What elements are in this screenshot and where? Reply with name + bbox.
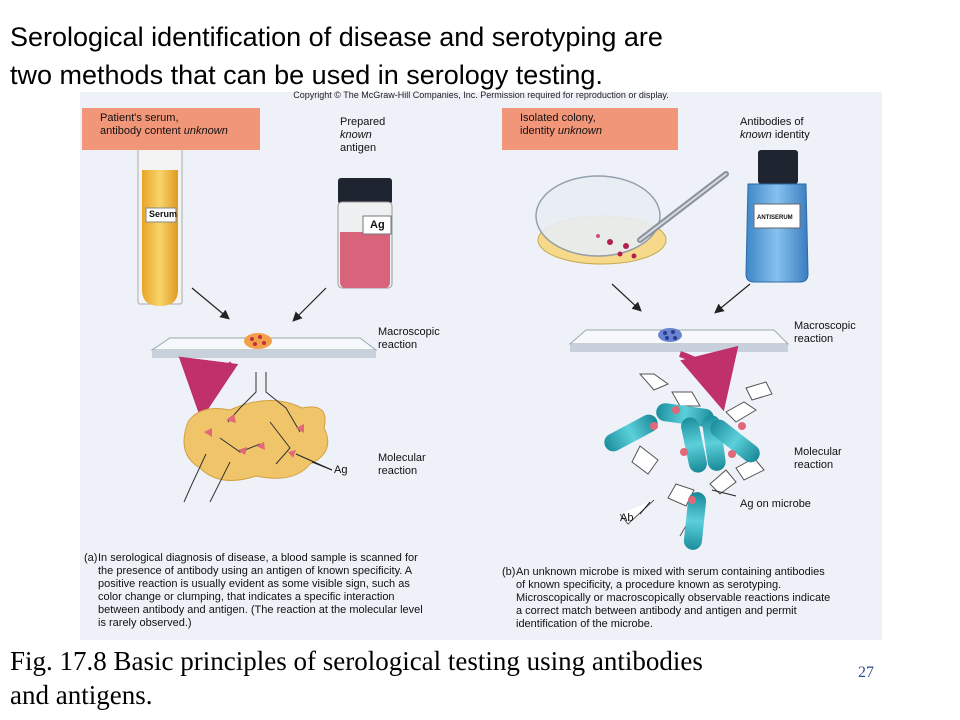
caption-b-text: An unknown microbe is mixed with serum c… xyxy=(516,566,830,631)
isolated-colony-label: Isolated colony, identity unknown xyxy=(502,108,678,150)
copyright-notice: Copyright © The McGraw-Hill Companies, I… xyxy=(293,90,669,100)
test-tube-icon xyxy=(133,139,187,306)
antibodies-line-1: Antibodies of xyxy=(740,116,804,128)
ab-label: Ab xyxy=(620,512,634,524)
antiserum-bottle-label: ANTISERUM xyxy=(757,215,793,221)
glass-slide-icon xyxy=(150,333,378,358)
figure-caption-line-1: Fig. 17.8 Basic principles of serologica… xyxy=(10,646,703,676)
figure-artwork xyxy=(133,139,809,550)
caption-b-prefix: (b) xyxy=(502,566,516,578)
left-molecular-line-2: reaction xyxy=(378,465,418,477)
isolated-colony-unknown: unknown xyxy=(557,125,602,137)
prepared-line-2: known xyxy=(340,129,385,142)
slide-title-line-1: Serological identification of disease an… xyxy=(10,22,663,52)
inoculating-loop-icon xyxy=(637,171,729,243)
prepared-line-1: Prepared xyxy=(340,116,386,128)
left-macroscopic-label: Macroscopic reaction xyxy=(378,326,440,352)
vial-ag-label: Ag xyxy=(370,219,385,231)
slide-title-line-2: two methods that can be used in serology… xyxy=(10,60,603,90)
patients-serum-line-2-text: antibody content xyxy=(100,125,184,137)
prepared-line-3: antigen xyxy=(340,142,377,154)
antigen-vial-icon xyxy=(337,178,393,289)
isolated-colony-line-1: Isolated colony, xyxy=(520,112,596,124)
slide-title: Serological identification of disease an… xyxy=(10,18,910,94)
antibodies-known-label: Antibodies of known identity xyxy=(740,116,810,142)
caption-b: (b) An unknown microbe is mixed with ser… xyxy=(502,566,882,631)
prepared-known: known xyxy=(340,129,372,141)
antibodies-line-2: known identity xyxy=(740,129,810,142)
caption-b-line: An unknown microbe is mixed with serum c… xyxy=(516,566,825,578)
antigen-clump xyxy=(183,372,333,503)
caption-a-line: color change or clumping, that indicates… xyxy=(98,591,395,603)
caption-a-line: between antibody and antigen. (The react… xyxy=(98,604,423,616)
antiserum-bottle-icon xyxy=(745,150,809,283)
glass-slide-icon-right xyxy=(568,328,790,352)
caption-a-line: the presence of antibody using an antige… xyxy=(98,565,413,577)
caption-a: (a) In serological diagnosis of disease,… xyxy=(84,552,484,630)
prepared-antigen-label: Prepared known antigen xyxy=(340,116,385,155)
antibodies-known: known xyxy=(740,129,772,141)
caption-a-line: positive reaction is usually evident as … xyxy=(98,578,410,590)
right-macroscopic-label: Macroscopic reaction xyxy=(794,320,856,346)
caption-a-line: is rarely observed.) xyxy=(98,617,192,629)
patients-serum-label: Patient's serum, antibody content unknow… xyxy=(82,108,260,150)
left-ag-label: Ag xyxy=(334,464,348,476)
figure-panel: Copyright © The McGraw-Hill Companies, I… xyxy=(80,90,882,640)
left-macroscopic-line-2: reaction xyxy=(378,339,418,351)
left-macroscopic-line-1: Macroscopic xyxy=(378,326,440,338)
left-molecular-label: Molecular reaction xyxy=(378,452,426,478)
ag-on-microbe-label: Ag on microbe xyxy=(740,498,811,510)
patients-serum-unknown: unknown xyxy=(183,125,228,137)
caption-b-line: a correct match between antibody and ant… xyxy=(516,605,797,617)
right-molecular-line-1: Molecular xyxy=(794,446,842,458)
caption-b-line: of known specificity, a procedure known … xyxy=(516,579,782,591)
right-molecular-line-2: reaction xyxy=(794,459,834,471)
caption-b-line: Microscopically or macroscopically obser… xyxy=(516,592,831,604)
antibody-icon xyxy=(619,373,773,537)
patients-serum-line-1: Patient's serum, xyxy=(100,112,179,124)
isolated-colony-line-2: identity unknown xyxy=(520,125,672,138)
patients-serum-line-2: antibody content unknown xyxy=(100,125,254,138)
caption-b-line: identification of the microbe. xyxy=(516,618,653,630)
figure-caption-line-2: and antigens. xyxy=(10,680,153,710)
figure-caption: Fig. 17.8 Basic principles of serologica… xyxy=(10,644,850,712)
right-macroscopic-line-2: reaction xyxy=(794,333,834,345)
antibodies-identity: identity xyxy=(771,129,810,141)
left-molecular-line-1: Molecular xyxy=(378,452,426,464)
isolated-colony-line-2-text: identity xyxy=(520,125,558,137)
page-number: 27 xyxy=(858,664,874,681)
caption-a-prefix: (a) xyxy=(84,552,98,564)
microbe-icon xyxy=(604,403,760,550)
right-macroscopic-line-1: Macroscopic xyxy=(794,320,856,332)
right-molecular-label: Molecular reaction xyxy=(794,446,842,472)
tube-serum-label: Serum xyxy=(149,209,178,219)
petri-dish-icon xyxy=(535,175,667,265)
caption-a-text: In serological diagnosis of disease, a b… xyxy=(98,552,423,630)
caption-a-line: In serological diagnosis of disease, a b… xyxy=(98,552,418,564)
